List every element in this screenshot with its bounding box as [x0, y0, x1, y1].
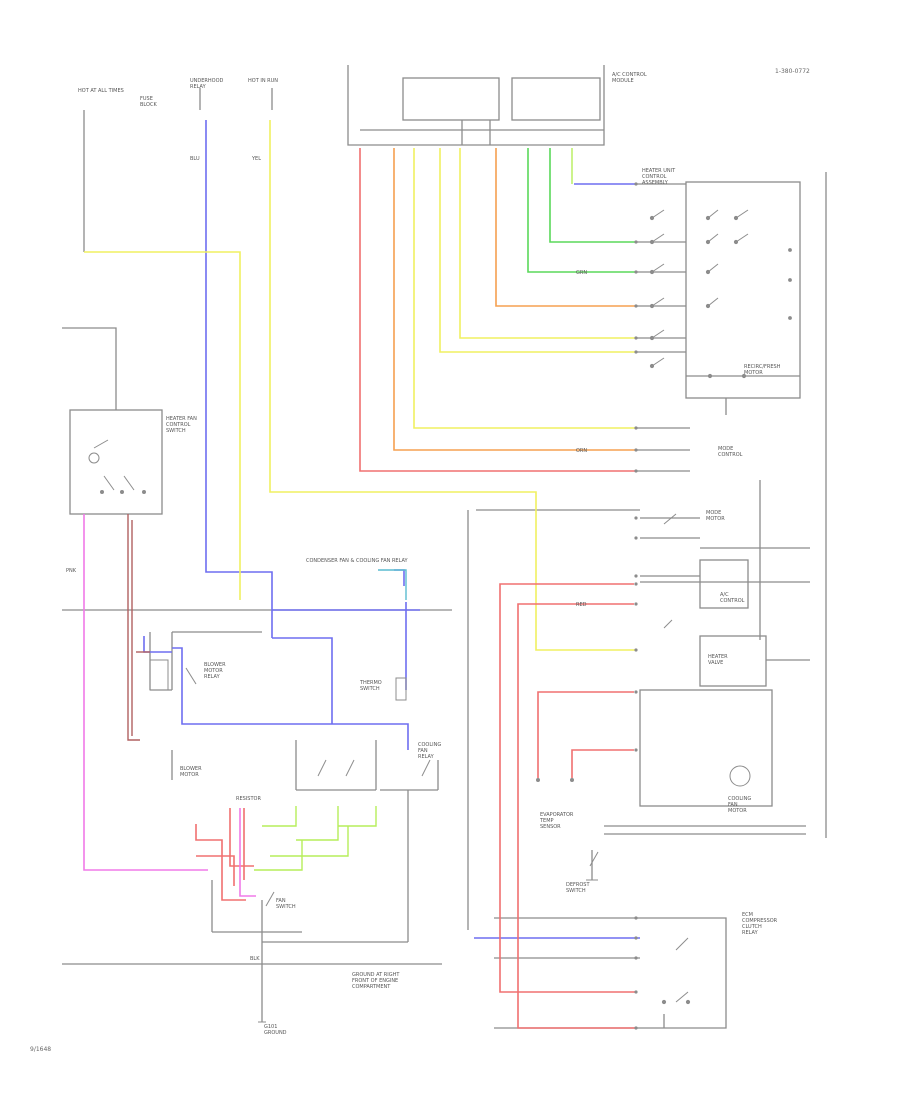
red-wires: [195, 148, 636, 1029]
mode-control-label: MODE CONTROL: [718, 446, 743, 458]
fan-switch-label: FAN SWITCH: [276, 898, 296, 910]
connector-pins: [536, 182, 638, 1030]
wire-tag-pnk: PNK: [66, 568, 77, 574]
cooling-relay-label: COOLING FAN RELAY: [418, 742, 442, 760]
pink-wires: [83, 514, 256, 897]
orange-wires: [393, 148, 636, 451]
page-reference: 1-380-0772: [775, 68, 810, 75]
resistor-label: RESISTOR: [236, 796, 261, 802]
evaporator-sensor-label: EVAPORATOR TEMP SENSOR: [540, 812, 574, 830]
blower-relay-label: BLOWER MOTOR RELAY: [204, 662, 226, 680]
mode-motor-label: MODE MOTOR: [706, 510, 725, 522]
switch-contacts: [88, 209, 792, 1023]
ac-control-label: A/C CONTROL: [720, 592, 745, 604]
defrost-switch-label: DEFROST SWITCH: [566, 882, 590, 894]
recirc-motor-label: RECIRC/FRESH MOTOR: [744, 364, 781, 376]
heater-unit-label: HEATER UNIT CONTROL ASSEMBLY: [642, 168, 676, 186]
g101-ground-label: G101 GROUND: [264, 1024, 287, 1036]
teal-wires: [378, 569, 407, 600]
hot-at-all-times-label: HOT AT ALL TIMES: [78, 88, 124, 94]
figure-id: 9/1648: [30, 1046, 52, 1053]
ecm-relay-label: ECM COMPRESSOR CLUTCH RELAY: [742, 912, 778, 936]
ac-control-module-label: A/C CONTROL MODULE: [612, 72, 647, 84]
wire-tag-yel: YEL: [252, 156, 261, 162]
wire-tag-red: RED: [576, 602, 587, 608]
wire-tag-blu: BLU: [190, 156, 200, 162]
ground-note-label: GROUND AT RIGHT FRONT OF ENGINE COMPARTM…: [352, 972, 400, 990]
heater-valve-label: HEATER VALVE: [708, 654, 728, 666]
blue-wires: [143, 120, 640, 939]
brown-wires: [127, 514, 150, 741]
wire-tag-blk: BLK: [250, 956, 260, 962]
lightgreen-wires: [254, 148, 573, 871]
thermo-switch-label: THERMO SWITCH: [360, 680, 382, 692]
fuse-block-label: FUSE BLOCK: [140, 96, 157, 108]
frame-lines: [62, 65, 827, 1029]
blower-motor-label: BLOWER MOTOR: [180, 766, 202, 778]
cooling-fan-motor-label: COOLING FAN MOTOR: [728, 796, 752, 814]
hot-in-run-label: HOT IN RUN: [248, 78, 279, 84]
wire-tag-orn: ORN: [576, 448, 588, 454]
underhood-relay-label: UNDERHOOD RELAY: [190, 78, 224, 90]
fan-control-switch-label: HEATER FAN CONTROL SWITCH: [166, 416, 197, 434]
yellow-wires: [84, 120, 636, 651]
green-wires: [527, 148, 636, 273]
condenser-fan-relay-label: CONDENSER FAN & COOLING FAN RELAY: [306, 558, 408, 564]
wire-tag-grn: GRN: [576, 270, 588, 276]
